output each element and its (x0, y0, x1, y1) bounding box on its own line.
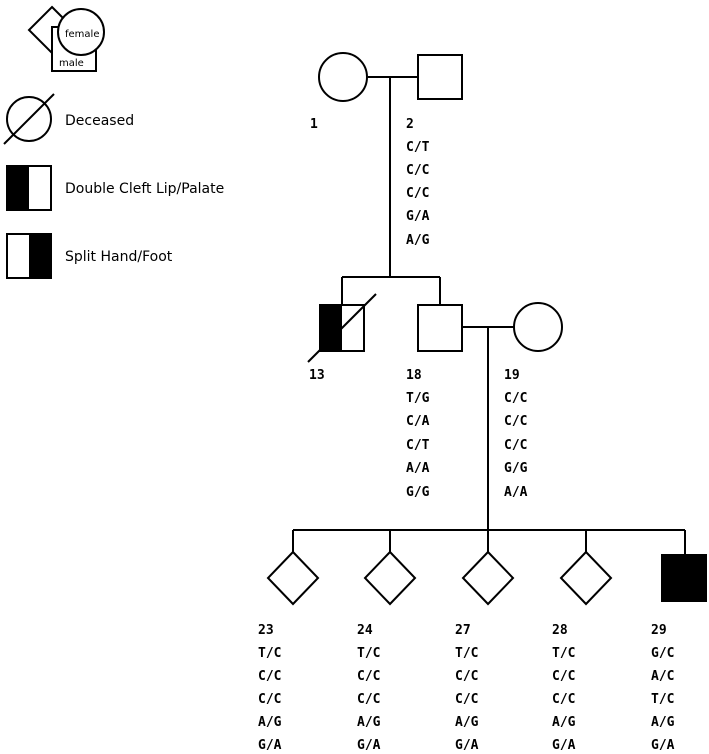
genotype: C/C (504, 414, 527, 429)
genotype: C/C (357, 669, 380, 684)
genotype: G/A (357, 738, 381, 753)
genotype: C/C (552, 692, 575, 707)
genotype: C/A (406, 414, 430, 429)
split-hand-symbol-icon (6, 233, 52, 279)
affected-male-symbol (661, 554, 707, 602)
female-symbol (513, 302, 563, 352)
genotype: G/G (406, 485, 430, 500)
key-female-circle (57, 8, 105, 56)
genotype: G/A (552, 738, 576, 753)
genotype: C/C (406, 163, 429, 178)
individual-18: 18 T/G C/A C/T A/A G/G (406, 304, 463, 500)
genotype: G/G (504, 461, 528, 476)
genotype: G/A (406, 209, 430, 224)
double-cleft-symbol-icon (6, 165, 52, 211)
genotype: A/G (357, 715, 381, 730)
individual-19: 19 C/C C/C C/C G/G A/A (504, 302, 563, 500)
legend-double-cleft: Double Cleft Lip/Palate (6, 165, 224, 211)
genotype: G/A (651, 738, 675, 753)
individual-id: 23 (258, 623, 274, 638)
double-cleft-fill (7, 166, 29, 210)
genotype: T/G (406, 391, 430, 406)
genotype: C/C (504, 391, 527, 406)
legend-deceased-label: Deceased (65, 113, 134, 129)
genotype: A/G (651, 715, 675, 730)
individual-id: 1 (310, 117, 318, 132)
individual-id: 29 (651, 623, 667, 638)
legend-split-hand-label: Split Hand/Foot (65, 249, 173, 265)
unknown-sex-symbol (559, 550, 613, 606)
genotype: T/C (651, 692, 674, 707)
male-symbol (417, 54, 463, 100)
affected-fill-left (320, 305, 342, 351)
genotype: C/T (406, 438, 430, 453)
pedigree-lines (292, 76, 686, 555)
genotype: A/A (406, 461, 430, 476)
individual-23: 23 T/C C/C C/C A/G G/A (258, 550, 320, 753)
genotype: C/C (455, 669, 478, 684)
legend-split-hand: Split Hand/Foot (6, 233, 173, 279)
individual-29: 29 G/C A/C T/C A/G G/A (651, 554, 707, 753)
genotype: C/C (258, 669, 281, 684)
individual-id: 2 (406, 117, 414, 132)
unknown-sex-symbol (266, 550, 320, 606)
split-hand-fill (29, 234, 51, 278)
genotype: C/C (504, 438, 527, 453)
deceased-slash (3, 93, 55, 145)
deceased-slash (307, 293, 377, 363)
genotype: C/C (455, 692, 478, 707)
genotype: T/C (258, 646, 281, 661)
male-symbol (417, 304, 463, 352)
legend: female male Deceased Double Cleft Lip/Pa… (3, 5, 224, 279)
genotype: A/G (552, 715, 576, 730)
individual-28: 28 T/C C/C C/C A/G G/A (552, 550, 613, 753)
legend-sex-key: female male (27, 5, 105, 72)
female-symbol (318, 52, 368, 102)
genotype: A/C (651, 669, 674, 684)
genotype: T/C (552, 646, 575, 661)
genotype: C/C (552, 669, 575, 684)
genotype: C/C (357, 692, 380, 707)
individual-27: 27 T/C C/C C/C A/G G/A (455, 550, 515, 753)
genotype: G/A (455, 738, 479, 753)
individual-id: 27 (455, 623, 471, 638)
genotype: G/A (258, 738, 282, 753)
genotype: T/C (357, 646, 380, 661)
unknown-sex-symbol (363, 550, 417, 606)
genotype: C/C (406, 186, 429, 201)
legend-double-cleft-label: Double Cleft Lip/Palate (65, 181, 224, 197)
genotype: C/C (258, 692, 281, 707)
individual-24: 24 T/C C/C C/C A/G G/A (357, 550, 417, 753)
unknown-sex-symbol (461, 550, 515, 606)
genotype: T/C (455, 646, 478, 661)
genotype: A/G (406, 233, 430, 248)
key-female-label: female (65, 29, 99, 40)
genotype: A/G (455, 715, 479, 730)
individual-id: 18 (406, 368, 422, 383)
male-symbol (319, 304, 365, 352)
genotype: A/G (258, 715, 282, 730)
individual-13: 13 (307, 293, 377, 383)
individual-id: 24 (357, 623, 373, 638)
individual-2: 2 C/T C/C C/C G/A A/G (406, 54, 463, 248)
individual-id: 13 (309, 368, 325, 383)
genotype: G/C (651, 646, 674, 661)
individual-id: 28 (552, 623, 568, 638)
key-male-label: male (59, 58, 84, 69)
genotype: A/A (504, 485, 528, 500)
legend-deceased: Deceased (3, 93, 134, 145)
individual-id: 19 (504, 368, 520, 383)
genotype: C/T (406, 140, 430, 155)
individual-1: 1 (310, 52, 368, 132)
